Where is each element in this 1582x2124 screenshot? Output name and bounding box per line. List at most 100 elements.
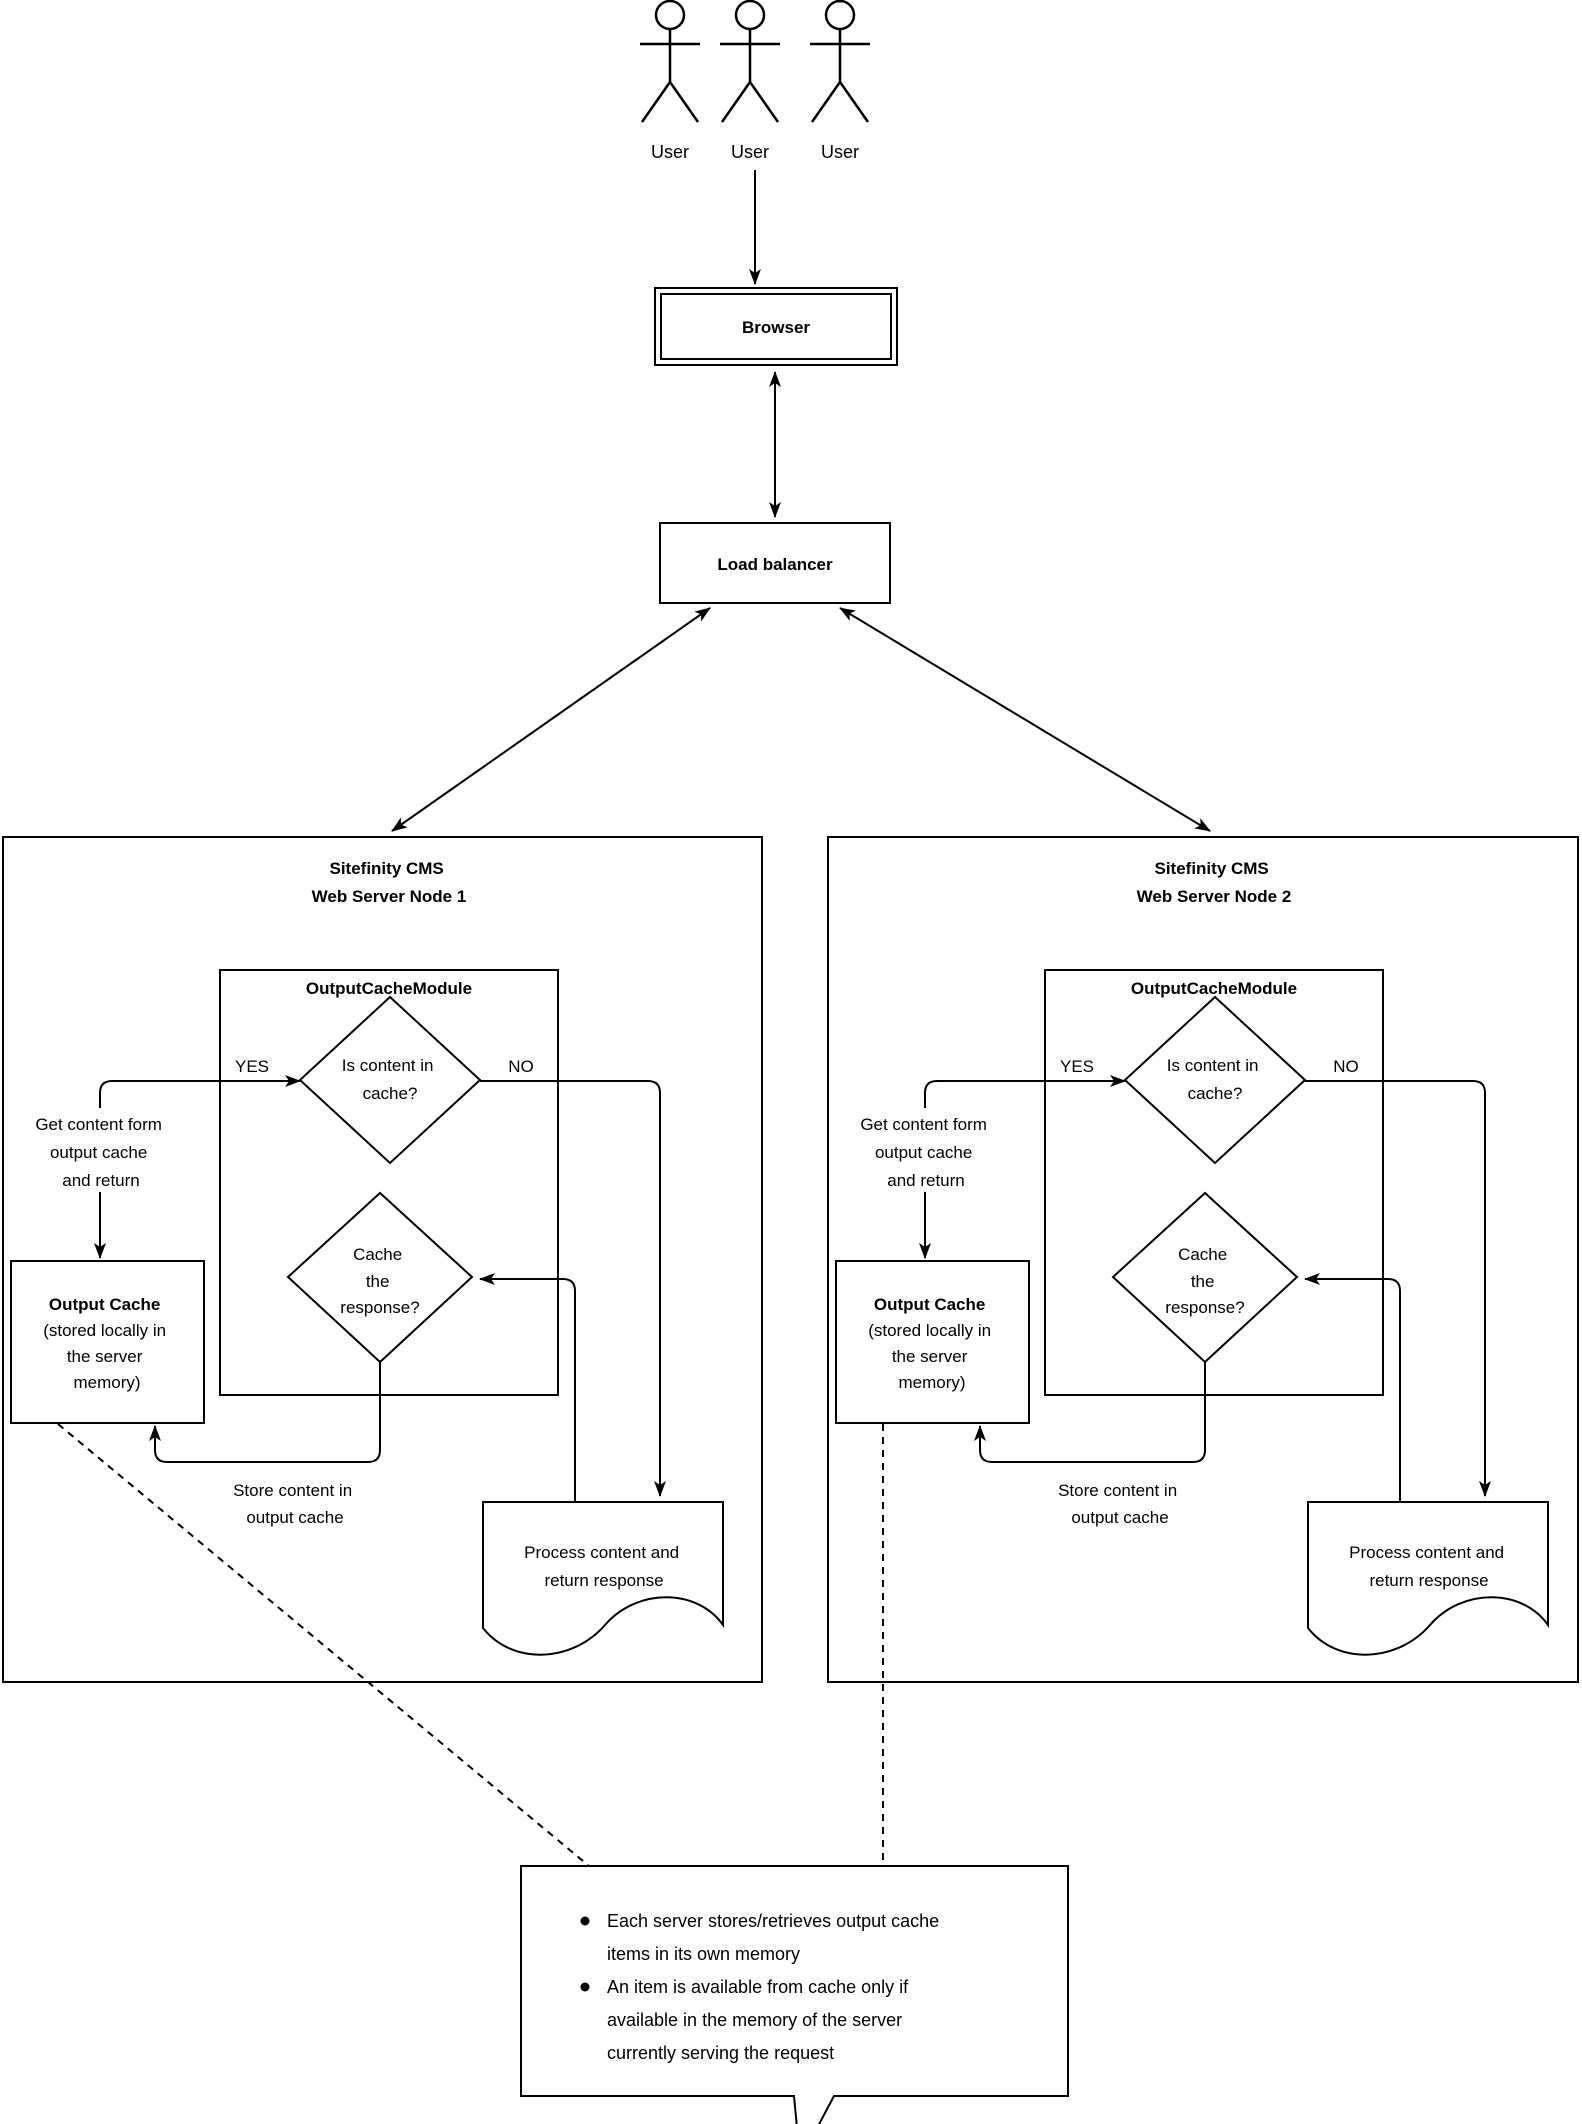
node1-get-line2: output cache [50, 1143, 147, 1162]
user-stick-figure-icon [640, 0, 700, 123]
node1-get-label-backdrop [8, 1108, 194, 1192]
node2-output-cache-line1: Output Cache [874, 1295, 985, 1314]
node1-title-line1: Sitefinity CMS [329, 859, 443, 878]
node1-store-connector [149, 1362, 381, 1463]
node1-store-line2: output cache [246, 1508, 343, 1527]
node1-store-label: Store content in output cache [233, 1481, 357, 1527]
node1-title: Sitefinity CMS Web Server Node 1 [312, 859, 467, 906]
node1-decision2-line2: the [366, 1272, 390, 1291]
node2-decision2-text: Cache the response? [1165, 1245, 1244, 1317]
user-head [824, 0, 856, 31]
user-label: User [821, 142, 859, 162]
node2-decision1-line2: cache? [1188, 1084, 1243, 1103]
user-stick-figure-icon [720, 0, 780, 123]
node2-decision1-line1: Is content in [1167, 1056, 1259, 1075]
browser-inner-border [660, 293, 892, 360]
node2-outputcachemodule-label: OutputCacheModule [1131, 979, 1297, 998]
user-body [640, 29, 700, 123]
user-body [720, 29, 780, 123]
user-stick-figure-icon [810, 0, 870, 123]
arrow-loadbalancer-node2 [839, 607, 1211, 832]
node2-output-cache-line4: memory) [898, 1373, 965, 1392]
browser-box: Browser [654, 287, 898, 366]
bullet-icon [580, 1982, 590, 1992]
node1-store-line1: Store content in [233, 1481, 352, 1500]
node1-get-content-label: Get content form output cache and return [35, 1115, 166, 1190]
load-balancer-rect [659, 522, 891, 604]
node2-title: Sitefinity CMS Web Server Node 2 [1137, 859, 1292, 906]
node2-no-connector [1305, 1080, 1491, 1497]
node2-get-line2: output cache [875, 1143, 972, 1162]
note-line4: available in the memory of the server [607, 2010, 902, 2030]
node1-decision2-line1: Cache [353, 1245, 402, 1264]
node2-get-line3: and return [887, 1171, 965, 1190]
node1-output-cache-line3: the server [67, 1347, 143, 1366]
node1-group: Sitefinity CMS Web Server Node 1 OutputC… [8, 859, 724, 1656]
browser-label: Browser [742, 318, 810, 337]
node2-decision2-line3: response? [1165, 1298, 1244, 1317]
node2-process-line2: return response [1369, 1571, 1488, 1590]
node2-decision2-line2: the [1191, 1272, 1215, 1291]
note-line3: An item is available from cache only if [607, 1977, 909, 1997]
arrow-loadbalancer-node1 [391, 607, 711, 832]
load-balancer-label: Load balancer [717, 555, 833, 574]
node1-process-line1: Process content and [524, 1543, 679, 1562]
node1-outputcachemodule-label: OutputCacheModule [306, 979, 472, 998]
node1-decision2-line3: response? [340, 1298, 419, 1317]
node2-process-line1: Process content and [1349, 1543, 1504, 1562]
node2-decision-is-content-in-cache [1123, 995, 1307, 1165]
node1-yes-label: YES [235, 1057, 269, 1076]
node1-process-document [482, 1501, 724, 1656]
node2-output-cache-line3: the server [892, 1347, 968, 1366]
node2-process-document [1307, 1501, 1549, 1656]
load-balancer-box: Load balancer [659, 522, 891, 604]
node1-decision1-line2: cache? [363, 1084, 418, 1103]
node1-cache-note-dashed-line [57, 1423, 590, 1867]
node2-document-to-decision2-connector [1304, 1273, 1401, 1502]
node1-no-label: NO [508, 1057, 534, 1076]
note-callout: Each server stores/retrieves output cach… [520, 1865, 1069, 2124]
node1-decision1-line1: Is content in [342, 1056, 434, 1075]
node1-output-cache-box [10, 1260, 205, 1424]
node2-store-connector [974, 1362, 1206, 1463]
user-head [734, 0, 766, 31]
node2-output-cache-box [835, 1260, 1030, 1424]
node2-title-line1: Sitefinity CMS [1154, 859, 1268, 878]
node1-decision-is-content-in-cache [298, 995, 482, 1165]
node2-title-line2: Web Server Node 2 [1137, 887, 1292, 906]
node1-output-cache-text: Output Cache (stored locally in the serv… [43, 1295, 171, 1392]
node1-process-line2: return response [544, 1571, 663, 1590]
user-actors: User User User [640, 0, 870, 162]
user-label: User [651, 142, 689, 162]
node1-decision1-text: Is content in cache? [342, 1056, 438, 1103]
node2-decision1-text: Is content in cache? [1167, 1056, 1263, 1103]
node1-output-cache-line2: (stored locally in [43, 1321, 166, 1340]
note-text: Each server stores/retrieves output cach… [607, 1911, 944, 2063]
node2-no-label: NO [1333, 1057, 1359, 1076]
node1-document-to-decision2-connector [479, 1273, 576, 1502]
node2-yes-label: YES [1060, 1057, 1094, 1076]
node1-decision2-text: Cache the response? [340, 1245, 419, 1317]
user-label: User [731, 142, 769, 162]
node1-no-connector [480, 1080, 666, 1497]
node1-get-line3: and return [62, 1171, 140, 1190]
node1-title-line2: Web Server Node 1 [312, 887, 467, 906]
node2-decision2-line1: Cache [1178, 1245, 1227, 1264]
note-line2: items in its own memory [607, 1944, 800, 1964]
node1-process-text: Process content and return response [524, 1543, 684, 1590]
node1-output-cache-line4: memory) [73, 1373, 140, 1392]
node2-store-label: Store content in output cache [1058, 1481, 1182, 1527]
node2-get-label-backdrop [833, 1108, 1019, 1192]
note-line1: Each server stores/retrieves output cach… [607, 1911, 939, 1931]
node2-yes-connector [919, 1075, 1126, 1259]
node2-get-line1: Get content form [860, 1115, 987, 1134]
node2-output-cache-text: Output Cache (stored locally in the serv… [868, 1295, 996, 1392]
user-head [654, 0, 686, 31]
node2-store-line2: output cache [1071, 1508, 1168, 1527]
bullet-icon [580, 1916, 590, 1926]
node1-output-cache-line1: Output Cache [49, 1295, 160, 1314]
node2-store-line1: Store content in [1058, 1481, 1177, 1500]
node1-get-line1: Get content form [35, 1115, 162, 1134]
